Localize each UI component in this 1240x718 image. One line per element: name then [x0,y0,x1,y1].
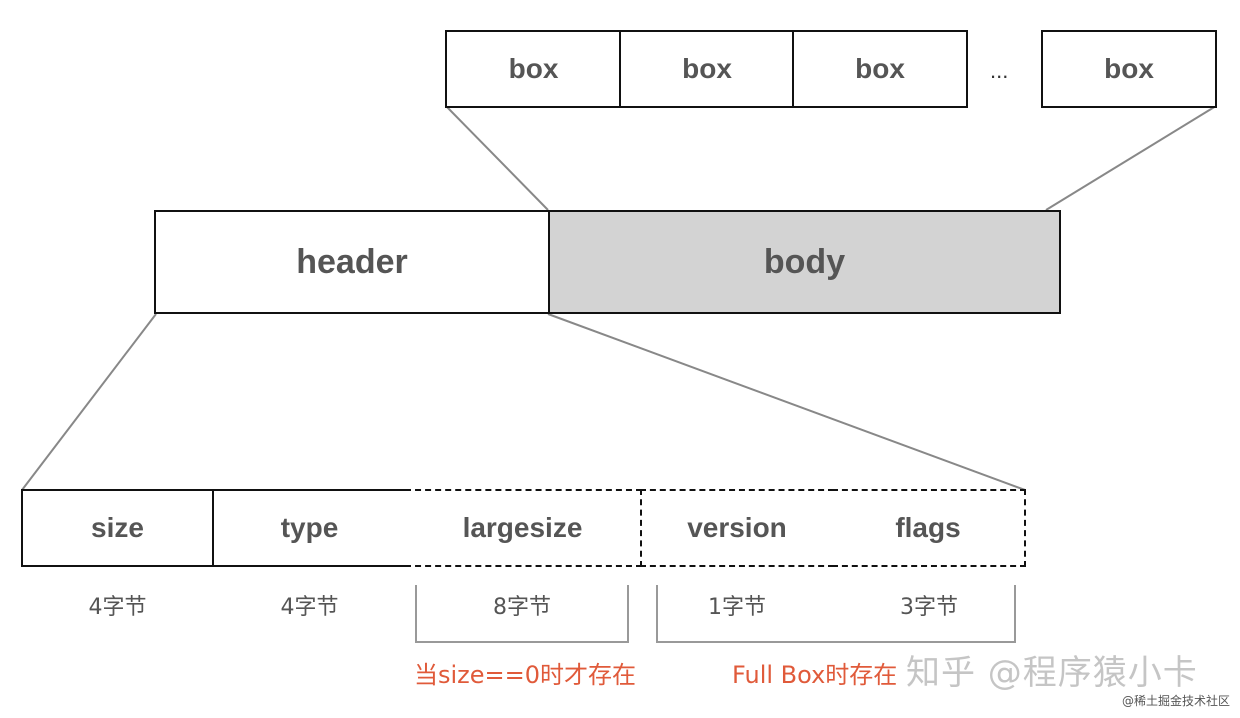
juejin-watermark: @稀土掘金技术社区 [1122,694,1231,708]
body-box: body [548,210,1061,314]
zhihu-watermark: 知乎 @程序猿小卡 [906,653,1198,693]
body-label: body [763,242,846,281]
flags-field: flags [832,489,1026,567]
box-1: box [445,30,622,108]
box-2-label: box [682,53,732,84]
type-label: type [280,512,339,543]
box-3-label: box [855,53,905,84]
largesize-label: largesize [462,512,583,543]
header-label: header [296,242,408,281]
box-3: box [792,30,968,108]
version-field: version [640,489,834,567]
flags-bytes: 3字节 [900,595,958,620]
type-bytes: 4字节 [280,595,339,620]
header-box: header [154,210,550,314]
largesize-field: largesize [405,489,642,567]
box-4: box [1041,30,1217,108]
size-label: size [91,512,144,543]
flags-label: flags [895,512,961,543]
size-bytes: 4字节 [88,595,147,620]
box-1-label: box [508,53,559,84]
type-field: type [212,489,407,567]
size-field: size [21,489,214,567]
fullbox-note: Full Box时存在 [732,661,898,689]
version-bytes: 1字节 [708,595,766,620]
largesize-note: 当size==0时才存在 [414,661,637,689]
largesize-bytes: 8字节 [493,595,551,620]
box-2: box [619,30,795,108]
version-label: version [687,512,787,543]
box-4-label: box [1104,53,1154,84]
ellipsis: ... [990,58,1009,83]
